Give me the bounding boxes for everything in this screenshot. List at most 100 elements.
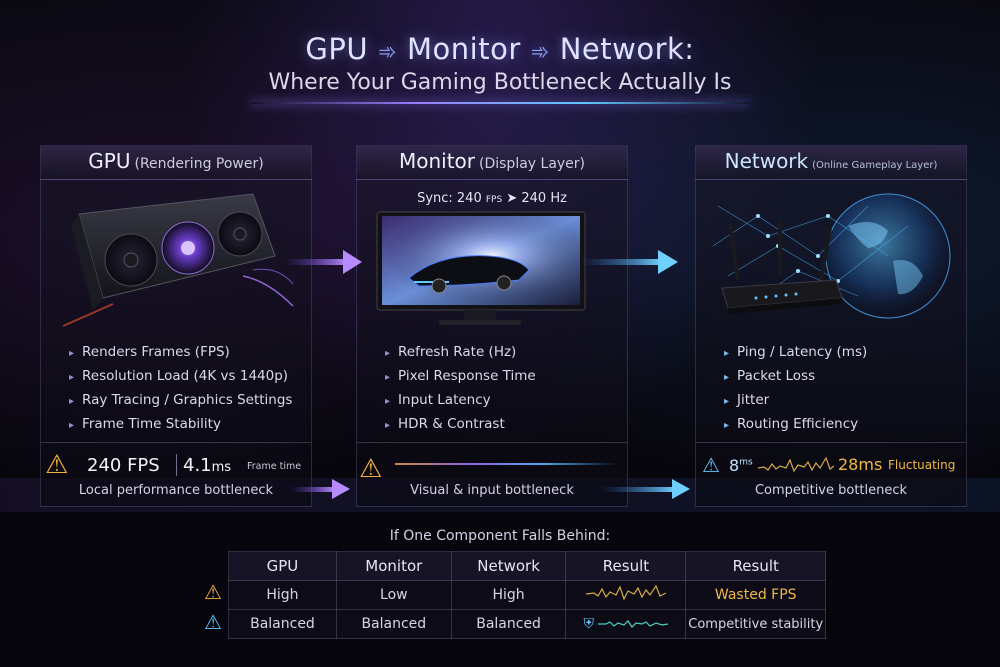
gpu-panel: GPU(Rendering Power) ▸ Renders Frames (FP… — [40, 145, 312, 507]
feature-text: Frame Time Stability — [82, 416, 221, 432]
table-cell: Competitive stability — [685, 609, 826, 639]
bullet-icon: ▸ — [385, 372, 391, 383]
title-gpu: GPU — [305, 32, 369, 66]
warning-icon: ⚠ — [702, 453, 720, 477]
warning-icon: ⚠ — [204, 610, 222, 634]
page-title: GPU➾Monitor➾Network: — [0, 32, 1000, 66]
list-item: ▸ Packet Loss — [724, 364, 867, 388]
arrow-gpu-monitor-icon — [285, 250, 362, 274]
network-panel: Network(Online Gameplay Layer) — [695, 145, 967, 507]
bullet-icon: ▸ — [385, 396, 391, 407]
network-sub: (Online Gameplay Layer) — [812, 160, 938, 171]
sync-unit: FPS — [485, 195, 503, 205]
bullet-icon: ▸ — [69, 396, 75, 407]
network-stats: ⚠ 8ms 28ms Fluctuating — [696, 450, 966, 480]
table-cell: Balanced — [335, 609, 452, 639]
network-name: Network — [724, 149, 809, 173]
network-bottleneck-label: Competitive bottleneck — [754, 483, 908, 498]
monitor-name: Monitor — [398, 149, 475, 173]
table-header: GPU — [228, 551, 337, 581]
list-item: ▸Routing Efficiency — [724, 412, 867, 436]
ping-low: 8ms — [729, 456, 753, 475]
title-network: Network: — [559, 32, 695, 66]
monitor-panel: Monitor(Display Layer) Sync: 240 FPS ➤ 2… — [356, 145, 628, 507]
jitter-wave-icon — [585, 584, 667, 601]
feature-text: Renders Frames (FPS) — [82, 344, 230, 360]
table-header: Network — [450, 551, 567, 581]
sync-arrow-icon: ➤ — [506, 191, 518, 206]
list-item: ▸ Input Latency — [385, 388, 536, 412]
result-wave-cell — [565, 580, 687, 610]
ping-high: 28ms — [838, 455, 883, 474]
table-cell: Balanced — [450, 609, 567, 639]
shield-icon: ⛨ — [583, 616, 595, 632]
bullet-icon: ▸ — [724, 348, 730, 359]
router-icon — [716, 218, 846, 318]
gpu-panel-title: GPU(Rendering Power) — [40, 149, 312, 173]
arrow-bottleneck-2-icon — [600, 479, 690, 499]
gpu-feature-list: ▸ Renders Frames (FPS) ▸ Resolution Load (… — [69, 340, 292, 436]
feature-text: HDR & Contrast — [398, 416, 505, 432]
bullet-icon: ▸ — [385, 348, 391, 359]
feature-text: Ping / Latency (ms) — [737, 344, 868, 360]
table-cell: Balanced — [228, 609, 337, 639]
ping-low-value: 8 — [729, 456, 740, 475]
feature-text: Input Latency — [398, 392, 491, 408]
table-row: Balanced Balanced Balanced ⛨ Competitive… — [228, 609, 826, 639]
list-item: ▸ Ping / Latency (ms) — [724, 340, 867, 364]
gpu-stats: ⚠ 240 FPS 4.1ms Frame time — [41, 450, 311, 480]
signal-line — [395, 463, 617, 465]
monitor-panel-title: Monitor(Display Layer) — [356, 149, 628, 173]
frametime-label: Frame time — [247, 461, 302, 472]
bullet-icon: ▸ — [69, 420, 75, 431]
table-cell: Low — [335, 580, 452, 610]
title-arrow-icon: ➾ — [378, 40, 398, 65]
monitor-icon — [369, 208, 615, 336]
feature-text: Pixel Response Time — [398, 368, 536, 384]
divider — [696, 442, 966, 443]
table-cell: Wasted FPS — [685, 580, 826, 610]
monitor-stats: ⚠ — [357, 450, 627, 484]
network-feature-list: ▸ Ping / Latency (ms) ▸ Packet Loss ▸Jitte… — [724, 340, 867, 436]
jitter-wave-icon — [758, 456, 834, 473]
list-item: ▸ Frame Time Stability — [69, 412, 292, 436]
bullet-icon: ▸ — [724, 396, 730, 407]
table-header-row: GPU Monitor Network Result Result — [228, 551, 826, 581]
monitor-bottleneck-label: Visual & input bottleneck — [410, 483, 574, 498]
comparison-table: GPU Monitor Network Result Result High L… — [228, 551, 826, 639]
monitor-sub: (Display Layer) — [479, 156, 586, 172]
bullet-icon: ▸ — [724, 420, 730, 431]
list-item: ▸ Refresh Rate (Hz) — [385, 340, 536, 364]
list-item: ▸ Ray Tracing / Graphics Settings — [69, 388, 292, 412]
gpu-sub: (Rendering Power) — [134, 156, 264, 172]
ping-status: Fluctuating — [888, 458, 956, 472]
feature-text: Resolution Load (4K vs 1440p) — [82, 368, 289, 384]
table-cell: High — [450, 580, 567, 610]
title-divider — [250, 102, 750, 104]
feature-text: Ray Tracing / Graphics Settings — [82, 392, 293, 408]
feature-text: Packet Loss — [737, 368, 816, 384]
table-header: Result — [565, 551, 687, 581]
gpu-card-icon — [53, 186, 299, 336]
page-subtitle: Where Your Gaming Bottleneck Actually Is — [268, 70, 732, 95]
bullet-icon: ▸ — [724, 372, 730, 383]
sync-hz: 240 Hz — [521, 191, 567, 206]
frametime-value: 4.1ms — [183, 455, 231, 476]
network-panel-title: Network(Online Gameplay Layer) — [695, 149, 967, 173]
ping-low-unit: ms — [739, 457, 753, 468]
table-row: High Low High Wasted FPS — [228, 580, 826, 610]
result-wave-cell: ⛨ — [565, 609, 687, 639]
table-header: Result — [685, 551, 826, 581]
feature-text: Refresh Rate (Hz) — [398, 344, 517, 360]
bullet-icon: ▸ — [385, 420, 391, 431]
gpu-name: GPU — [88, 149, 131, 173]
gpu-panel-header: GPU(Rendering Power) — [40, 146, 312, 180]
list-item: ▸ Pixel Response Time — [385, 364, 536, 388]
divider — [176, 454, 177, 476]
sync-prefix: Sync: 240 — [417, 191, 482, 206]
table-header: Monitor — [335, 551, 452, 581]
list-item: ▸Jitter — [724, 388, 867, 412]
gpu-bottleneck-label: Local performance bottleneck — [78, 483, 274, 498]
divider — [41, 442, 311, 443]
